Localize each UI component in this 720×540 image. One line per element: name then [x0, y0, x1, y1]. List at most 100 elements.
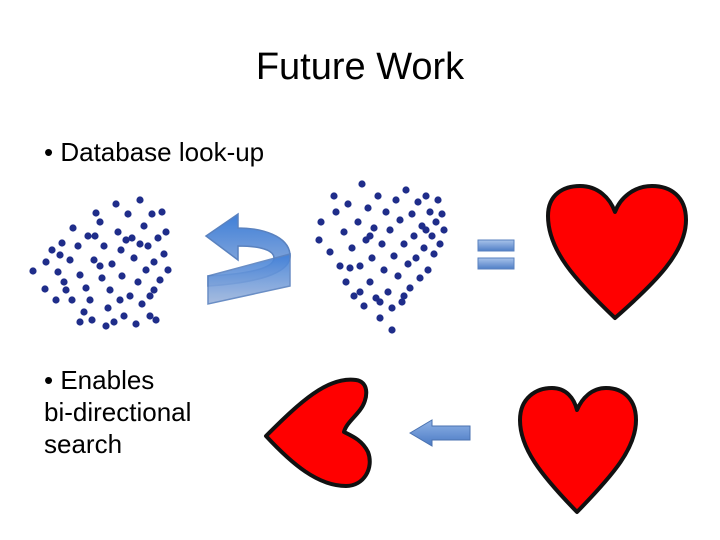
dot	[90, 256, 98, 264]
dot	[414, 198, 422, 206]
dot	[432, 218, 440, 226]
dot	[100, 242, 108, 250]
red-heart-sideways-icon	[264, 377, 372, 488]
dot	[52, 296, 60, 304]
dot	[122, 236, 130, 244]
dot	[60, 278, 68, 286]
dot	[128, 234, 136, 242]
dot	[91, 232, 99, 240]
dot	[41, 285, 49, 293]
dot	[430, 250, 438, 258]
dot	[104, 304, 112, 312]
dot	[150, 258, 158, 266]
dot	[416, 274, 424, 282]
dot	[410, 232, 418, 240]
dot	[340, 228, 348, 236]
dot	[370, 224, 378, 232]
bullet-database-lookup: • Database look-up	[44, 136, 264, 168]
bullet-text: Database look-up	[60, 137, 265, 167]
dot	[114, 228, 122, 236]
dot	[106, 286, 114, 294]
dot	[326, 248, 334, 256]
dot	[394, 272, 402, 280]
dot	[436, 240, 444, 248]
dot	[110, 318, 118, 326]
dot	[158, 208, 166, 216]
bullet-text-line-1: Enables	[60, 365, 155, 395]
dot	[428, 232, 436, 240]
dot	[48, 246, 56, 254]
dot	[317, 218, 325, 226]
dot	[366, 232, 374, 240]
dot	[406, 284, 414, 292]
dot	[382, 208, 390, 216]
dot	[112, 200, 120, 208]
dot	[376, 314, 384, 322]
dot-cloud-icon	[29, 196, 172, 330]
dot	[118, 272, 126, 280]
dot	[62, 286, 70, 294]
dot	[400, 292, 408, 300]
dot-heart-icon	[315, 180, 448, 334]
dot	[392, 196, 400, 204]
bullet-marker: •	[44, 137, 54, 167]
dot	[120, 312, 128, 320]
dot	[86, 296, 94, 304]
dot	[368, 254, 376, 262]
bullet-text-line-2: bi-directional	[44, 397, 192, 427]
dot	[134, 278, 142, 286]
dot	[136, 196, 144, 204]
dot	[154, 234, 162, 242]
dot	[360, 302, 368, 310]
red-heart-icon	[546, 184, 688, 320]
dot	[116, 296, 124, 304]
slide-title: Future Work	[255, 46, 465, 88]
dot	[82, 284, 90, 292]
dot	[426, 208, 434, 216]
dot	[402, 186, 410, 194]
dot	[102, 322, 110, 330]
dot	[146, 312, 154, 320]
dot	[356, 288, 364, 296]
dot	[84, 232, 92, 240]
dot	[420, 244, 428, 252]
dot	[124, 210, 132, 218]
dot	[76, 318, 84, 326]
dot	[162, 228, 170, 236]
dot	[69, 224, 77, 232]
dot	[424, 266, 432, 274]
dot	[42, 258, 50, 266]
dot	[142, 266, 150, 274]
dot	[358, 180, 366, 188]
dot	[398, 298, 406, 306]
dot	[386, 226, 394, 234]
dot	[148, 210, 156, 218]
dot	[400, 240, 408, 248]
dot	[390, 252, 398, 260]
dot	[348, 244, 356, 252]
dot	[138, 300, 146, 308]
dot	[132, 320, 140, 328]
dot	[80, 308, 88, 316]
equals-icon	[477, 239, 515, 270]
dot	[422, 192, 430, 200]
dot	[54, 268, 62, 276]
dot	[92, 209, 100, 217]
dot	[152, 316, 160, 324]
dot	[146, 292, 154, 300]
dot	[366, 278, 374, 286]
dot	[346, 264, 354, 272]
dot	[384, 288, 392, 296]
dot	[404, 260, 412, 268]
dot	[156, 276, 164, 284]
dot	[342, 278, 350, 286]
dot	[332, 208, 340, 216]
dot	[388, 304, 396, 312]
dot	[315, 236, 323, 244]
dot	[66, 256, 74, 264]
dot	[29, 267, 37, 275]
dot	[354, 218, 362, 226]
dot	[108, 260, 116, 268]
dot	[336, 262, 344, 270]
